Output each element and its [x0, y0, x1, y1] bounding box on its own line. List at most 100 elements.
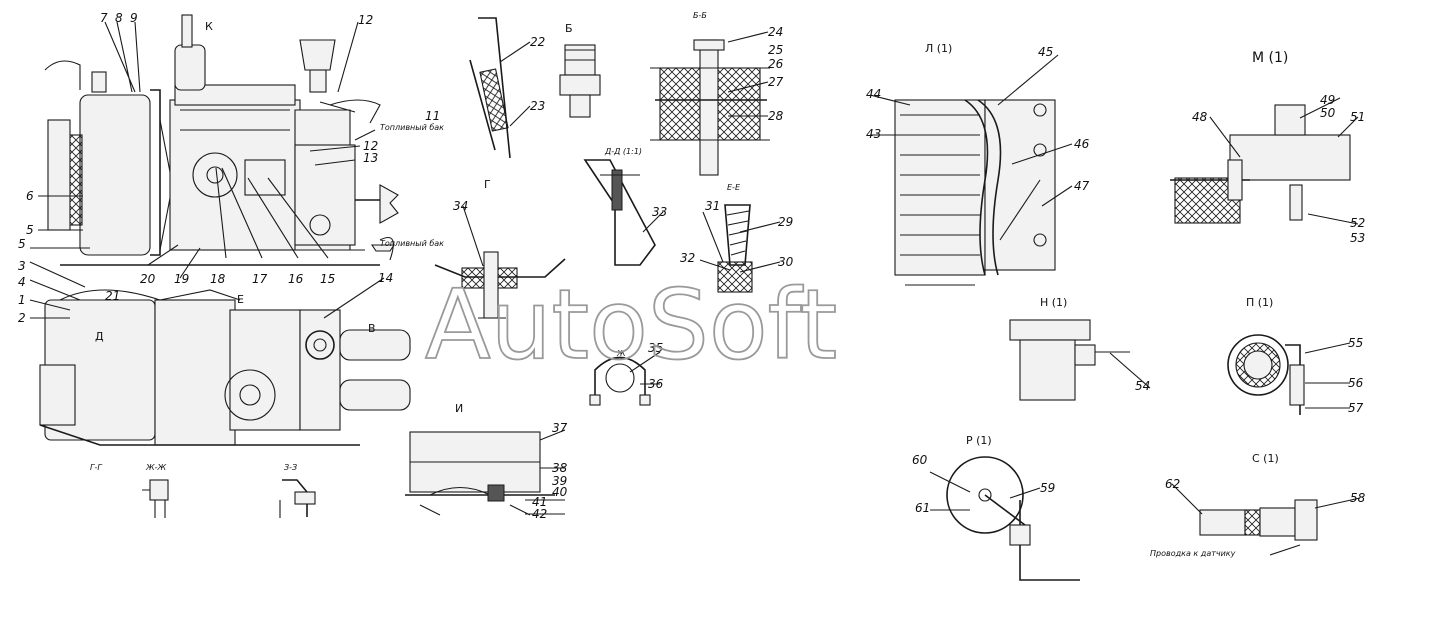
section-gg-label: Г-Г: [90, 463, 102, 472]
label-21: 21: [105, 289, 120, 303]
label-39: 39: [552, 474, 567, 488]
label-17: 17: [252, 272, 268, 286]
section-g-view: [434, 251, 566, 319]
label-29: 29: [778, 215, 793, 229]
label-30: 30: [778, 255, 794, 269]
view-n: [1009, 319, 1130, 401]
view-p: [1227, 334, 1305, 415]
label-60: 60: [912, 453, 928, 467]
label-41: 41: [532, 495, 547, 509]
label-46: 46: [1074, 137, 1090, 151]
section-d-label: Д: [95, 330, 104, 343]
label-31: 31: [705, 199, 720, 213]
label-62: 62: [1165, 477, 1180, 491]
engine-plan-view: [39, 289, 411, 446]
section-dd-label: Д-Д (1:1): [604, 147, 642, 156]
view-i: [405, 431, 555, 516]
label-18: 18: [210, 272, 226, 286]
section-zhzh-view: [142, 479, 169, 518]
label-35: 35: [648, 341, 663, 355]
label-57: 57: [1348, 401, 1364, 415]
label-5a: 5: [26, 223, 34, 237]
view-s: [1199, 499, 1318, 556]
label-50: 50: [1320, 106, 1336, 120]
engine-side-view: [44, 14, 399, 266]
label-14: 14: [378, 271, 393, 285]
label-5: 5: [18, 237, 26, 251]
label-51: 51: [1350, 110, 1365, 124]
section-b-label: Б: [565, 22, 573, 35]
section-zz-view: [279, 479, 316, 518]
label-19: 19: [174, 272, 189, 286]
label-28: 28: [768, 109, 784, 123]
section-n-label: Н (1): [1040, 296, 1067, 309]
label-13: 13: [363, 151, 378, 165]
label-55: 55: [1348, 336, 1363, 350]
label-61: 61: [915, 501, 930, 515]
label-9: 9: [130, 11, 138, 25]
label-53: 53: [1350, 231, 1365, 245]
note-fuel-tank-top: Топливный бак: [380, 123, 444, 132]
label-36: 36: [648, 377, 664, 391]
label-8: 8: [115, 11, 123, 25]
view-r: [946, 456, 1080, 581]
label-27: 27: [768, 75, 784, 89]
section-ee-view: [717, 204, 753, 293]
section-r-label: Р (1): [966, 434, 992, 447]
label-20: 20: [140, 272, 156, 286]
section-zhzh-label: Ж-Ж: [145, 463, 167, 472]
label-6: 6: [26, 189, 34, 203]
section-g-label: Г: [484, 178, 491, 191]
note-fuel-tank-mid: Топливный бак: [380, 239, 444, 248]
leader-lines: [29, 21, 1361, 515]
label-24: 24: [768, 25, 783, 39]
label-40: 40: [552, 485, 568, 499]
section-e-label: Е: [237, 293, 244, 306]
section-ee-label: Е-Е: [727, 183, 741, 192]
clamp-zh-view: [589, 356, 651, 406]
label-26: 26: [768, 57, 784, 71]
label-2: 2: [18, 311, 26, 325]
label-33: 33: [652, 205, 667, 219]
label-12: 12: [358, 13, 373, 27]
section-k-label: К: [205, 20, 213, 33]
section-l-label: Л (1): [925, 42, 952, 55]
label-38: 38: [552, 461, 568, 475]
label-48: 48: [1192, 110, 1208, 124]
label-44: 44: [866, 87, 881, 101]
label-3: 3: [18, 259, 26, 273]
view-m: [1170, 104, 1351, 224]
label-15: 15: [320, 272, 335, 286]
detail-22-23: [469, 17, 511, 159]
section-dd-view: [583, 159, 656, 266]
label-52: 52: [1350, 216, 1365, 230]
label-34: 34: [453, 199, 468, 213]
label-11: 11: [425, 109, 440, 123]
watermark-text: AutoSoft: [425, 269, 837, 381]
label-47: 47: [1074, 179, 1090, 193]
label-58: 58: [1350, 491, 1366, 505]
section-zh-label: Ж: [616, 349, 626, 358]
section-m-label: М (1): [1252, 50, 1288, 66]
label-59: 59: [1040, 481, 1055, 495]
label-25: 25: [768, 43, 783, 57]
section-zz-label: З-З: [284, 463, 297, 472]
label-22: 22: [530, 35, 545, 49]
label-54: 54: [1135, 379, 1150, 393]
section-p-label: П (1): [1246, 296, 1273, 309]
section-i-label: И: [455, 402, 463, 415]
label-32: 32: [680, 251, 695, 265]
section-bb-view: [650, 39, 770, 176]
notes: Топливный бак Топливный бак Проводка к д…: [380, 123, 1236, 558]
section-bb-label: Б-Б: [693, 11, 707, 20]
label-16: 16: [288, 272, 304, 286]
label-42: 42: [532, 507, 547, 521]
label-23: 23: [530, 99, 545, 113]
label-49: 49: [1320, 93, 1335, 107]
label-37: 37: [552, 421, 568, 435]
label-56: 56: [1348, 376, 1364, 390]
part-labels: 7 8 9 12 11 12 13 6 5 5 3 4 1 2 20 19 18…: [18, 11, 1366, 521]
label-12b: 12: [363, 139, 378, 153]
section-labels: К Д Е В Г Б Б-Б Д-Д (1:1) Е-Е Ж И Л (1) …: [90, 11, 1288, 472]
note-wire-to-sender: Проводка к датчику: [1150, 549, 1236, 558]
